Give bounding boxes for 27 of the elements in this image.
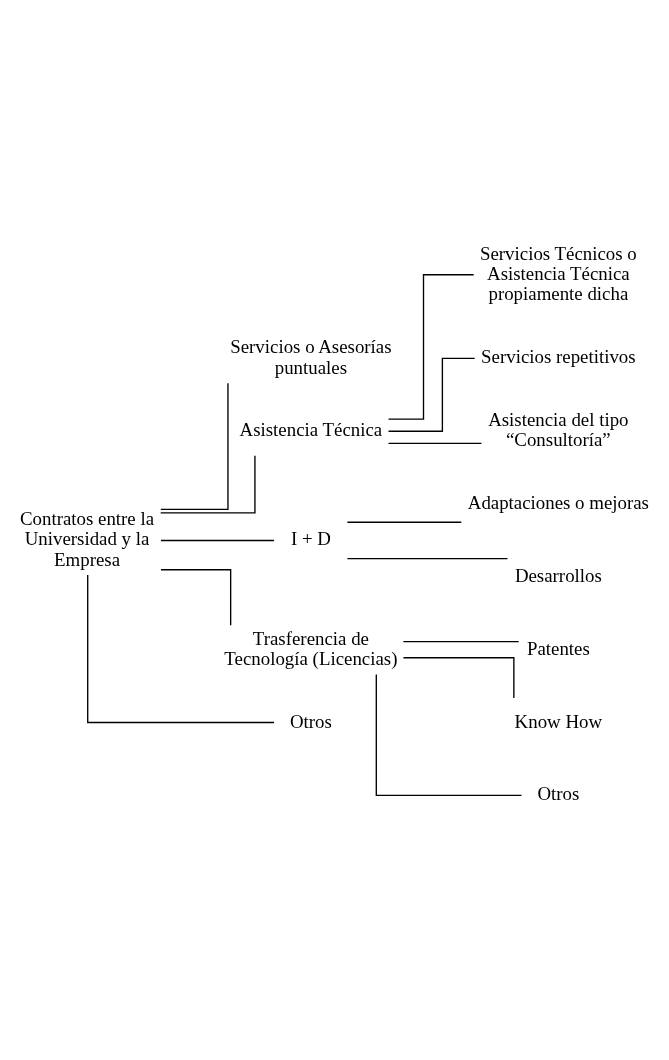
connector <box>402 640 520 643</box>
node-text: Servicios o Asesorías puntuales <box>230 336 392 378</box>
connector <box>346 521 462 523</box>
node-text: Asistencia del tipo “Consultoría” <box>488 409 629 451</box>
connector <box>387 274 475 420</box>
node-text: Patentes <box>526 637 590 659</box>
connector <box>160 455 256 514</box>
connector <box>346 558 509 560</box>
node-text: Servicios Técnicos o Asistencia Técnica propiamente dicha <box>479 242 637 304</box>
node-text: Otros <box>537 783 580 805</box>
node-text: Desarrollos <box>514 564 602 586</box>
node-text: I + D <box>290 528 331 550</box>
node-text: Asistencia Técnica <box>239 419 383 441</box>
node-text: Know How <box>514 710 603 732</box>
node-text: Otros <box>289 710 332 732</box>
connector <box>160 539 275 542</box>
node-text: Contratos entre la Universidad y la Empresa <box>20 508 155 570</box>
connector <box>160 569 232 626</box>
connector <box>387 357 476 432</box>
node-text: Trasferencia de Tecnología (Licencias) <box>224 627 398 669</box>
connector <box>387 442 483 445</box>
connector <box>160 382 229 511</box>
connector <box>402 657 515 699</box>
node-text: Servicios repetitivos <box>481 346 636 368</box>
connector <box>375 673 523 796</box>
connector <box>87 574 275 724</box>
node-text: Adaptaciones o mejoras <box>467 492 649 514</box>
